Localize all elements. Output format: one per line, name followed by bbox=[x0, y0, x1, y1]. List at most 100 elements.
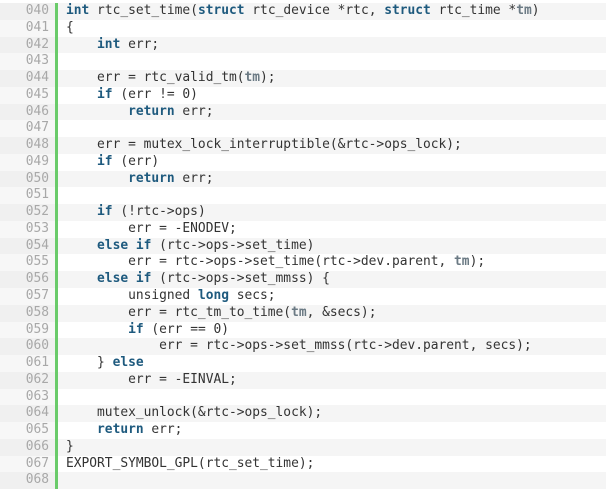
line-number[interactable]: 047 bbox=[0, 120, 55, 138]
code-line: 047 bbox=[0, 120, 606, 138]
line-number[interactable]: 050 bbox=[0, 170, 55, 188]
line-number[interactable]: 058 bbox=[0, 304, 55, 322]
code-line: 050 return err; bbox=[0, 170, 606, 188]
line-number[interactable]: 046 bbox=[0, 103, 55, 121]
code-token: { bbox=[66, 19, 74, 35]
change-bar bbox=[55, 120, 58, 138]
change-bar bbox=[55, 237, 58, 255]
keyword-token: return bbox=[97, 422, 144, 438]
line-number[interactable]: 066 bbox=[0, 438, 55, 456]
keyword-token: return bbox=[128, 170, 175, 186]
line-number[interactable]: 054 bbox=[0, 237, 55, 255]
change-bar bbox=[55, 438, 58, 456]
code-line: 054 else if (rtc->ops->set_time) bbox=[0, 237, 606, 255]
code-text bbox=[58, 187, 66, 204]
code-line: 042 int err; bbox=[0, 36, 606, 54]
code-token bbox=[66, 238, 97, 253]
code-text: if (err) bbox=[58, 154, 159, 171]
param-token: tm bbox=[454, 254, 470, 270]
code-text: return err; bbox=[58, 171, 213, 188]
code-token bbox=[66, 204, 97, 219]
code-token: ); bbox=[260, 70, 276, 86]
line-number[interactable]: 042 bbox=[0, 36, 55, 54]
code-token: err; bbox=[143, 422, 183, 438]
code-token bbox=[66, 104, 128, 119]
code-token: err; bbox=[120, 36, 160, 52]
code-token: mutex_unlock(&rtc->ops_lock); bbox=[66, 405, 323, 421]
keyword-token: int bbox=[97, 36, 121, 52]
code-line: 043 bbox=[0, 53, 606, 71]
code-text: if (err != 0) bbox=[58, 87, 198, 104]
line-number[interactable]: 063 bbox=[0, 388, 55, 406]
change-bar bbox=[55, 254, 58, 272]
line-number[interactable]: 043 bbox=[0, 53, 55, 71]
code-line: 060 err = rtc->ops->set_mmss(rtc->dev.pa… bbox=[0, 338, 606, 356]
line-number[interactable]: 053 bbox=[0, 220, 55, 238]
line-number[interactable]: 061 bbox=[0, 355, 55, 372]
code-text: err = rtc->ops->set_mmss(rtc->dev.parent… bbox=[58, 338, 532, 355]
line-number[interactable]: 068 bbox=[0, 472, 55, 489]
keyword-token: return bbox=[128, 103, 175, 119]
change-bar bbox=[55, 19, 58, 37]
change-bar bbox=[55, 371, 58, 389]
change-bar bbox=[55, 321, 58, 339]
keyword-token: int bbox=[66, 3, 90, 18]
line-number[interactable]: 044 bbox=[0, 70, 55, 87]
line-number[interactable]: 041 bbox=[0, 19, 55, 37]
code-token: ); bbox=[469, 254, 486, 270]
code-token: EXPORT_SYMBOL_GPL(rtc_set_time); bbox=[66, 455, 315, 471]
code-token: secs; bbox=[228, 288, 276, 304]
keyword-token: else if bbox=[97, 271, 152, 287]
line-number[interactable]: 051 bbox=[0, 187, 55, 205]
code-text bbox=[58, 120, 66, 137]
line-number[interactable]: 040 bbox=[0, 3, 55, 20]
code-line: 053 err = -ENODEV; bbox=[0, 220, 606, 238]
code-token: err = rtc_tm_to_time( bbox=[66, 304, 292, 320]
change-bar bbox=[55, 137, 58, 154]
code-text bbox=[58, 53, 66, 70]
code-text: err = -EINVAL; bbox=[58, 372, 237, 389]
line-number[interactable]: 048 bbox=[0, 137, 55, 154]
line-number[interactable]: 064 bbox=[0, 405, 55, 423]
line-number[interactable]: 055 bbox=[0, 254, 55, 272]
code-text: } else bbox=[58, 355, 144, 372]
line-number[interactable]: 062 bbox=[0, 371, 55, 389]
code-line: 046 return err; bbox=[0, 103, 606, 121]
change-bar bbox=[55, 288, 58, 305]
change-bar bbox=[55, 405, 58, 423]
code-line: 059 if (err == 0) bbox=[0, 321, 606, 339]
change-bar bbox=[55, 338, 58, 356]
code-token bbox=[66, 171, 128, 186]
code-text: mutex_unlock(&rtc->ops_lock); bbox=[58, 405, 322, 422]
line-number[interactable]: 045 bbox=[0, 86, 55, 104]
line-number[interactable]: 065 bbox=[0, 422, 55, 439]
line-number[interactable]: 060 bbox=[0, 338, 55, 356]
line-number[interactable]: 067 bbox=[0, 455, 55, 473]
change-bar bbox=[55, 70, 58, 87]
keyword-token: else bbox=[112, 355, 144, 371]
code-token: rtc_set_time( bbox=[89, 3, 198, 18]
line-number[interactable]: 052 bbox=[0, 204, 55, 221]
code-token: err; bbox=[174, 170, 214, 186]
code-token: (err != 0) bbox=[112, 86, 198, 102]
code-text: else if (rtc->ops->set_time) bbox=[58, 238, 314, 255]
code-token: err; bbox=[174, 103, 214, 119]
change-bar bbox=[55, 271, 58, 289]
code-token: } bbox=[66, 438, 74, 454]
code-text: int err; bbox=[58, 37, 159, 54]
code-token: , &secs); bbox=[306, 304, 377, 320]
code-line: 063 bbox=[0, 388, 606, 406]
line-number[interactable]: 049 bbox=[0, 153, 55, 171]
change-bar bbox=[55, 220, 58, 238]
code-token bbox=[66, 87, 97, 102]
code-token: (err == 0) bbox=[143, 321, 229, 337]
line-number[interactable]: 057 bbox=[0, 288, 55, 305]
code-token: } bbox=[66, 355, 113, 371]
line-number[interactable]: 059 bbox=[0, 321, 55, 339]
code-text: err = -ENODEV; bbox=[58, 221, 237, 238]
code-text: err = rtc_tm_to_time(tm, &secs); bbox=[58, 305, 376, 322]
code-line: 056 else if (rtc->ops->set_mmss) { bbox=[0, 271, 606, 289]
line-number[interactable]: 056 bbox=[0, 271, 55, 289]
